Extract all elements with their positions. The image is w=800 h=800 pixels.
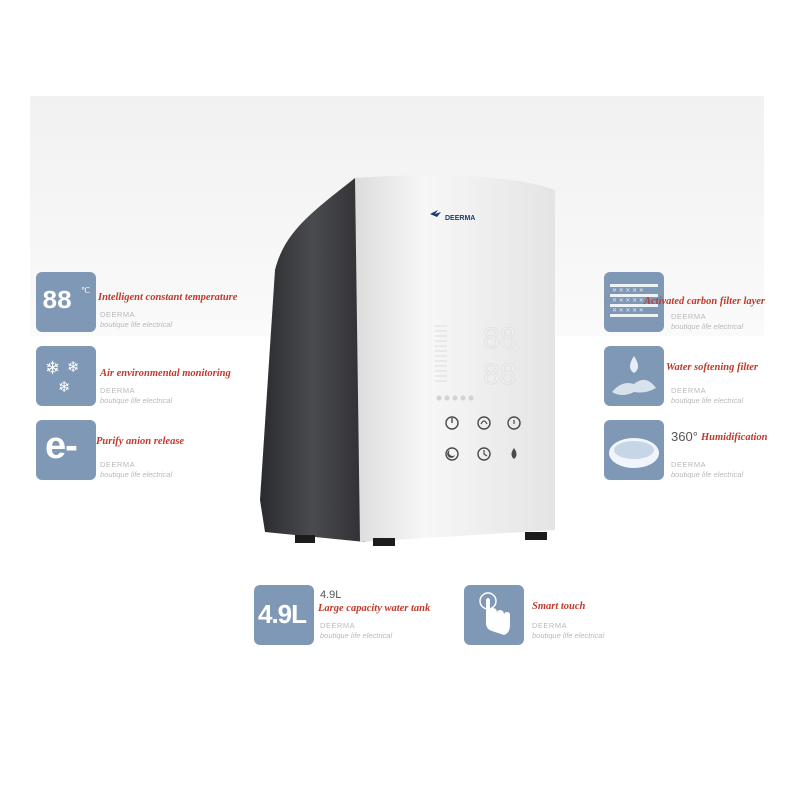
clock-button[interactable] bbox=[477, 447, 491, 461]
feature-subtitle: boutique life electrical bbox=[671, 396, 744, 405]
device-foot bbox=[295, 535, 315, 543]
feature-prefix: 4.9L bbox=[320, 589, 342, 601]
feature-brand: DEERMA bbox=[100, 460, 136, 469]
display-digits-bottom: 88 bbox=[483, 358, 516, 391]
feature-title: Smart touch bbox=[532, 601, 586, 612]
level-indicator bbox=[435, 325, 447, 382]
mist-disc-icon bbox=[604, 420, 664, 480]
filter-layers-icon: ✕ ✕ ✕ ✕ ✕ ✕ ✕ ✕ ✕ ✕ ✕ ✕ ✕ ✕ ✕ bbox=[604, 272, 664, 332]
anion-icon: e- bbox=[36, 420, 96, 480]
feature-brand: DEERMA bbox=[100, 310, 136, 319]
brand-label: DEERMA bbox=[445, 215, 475, 222]
snowflake-icon: ❄ ❄ ❄ bbox=[36, 346, 96, 406]
feature-brand: DEERMA bbox=[671, 386, 707, 395]
feature-title: Water softening filter bbox=[666, 362, 758, 373]
deerma-logo-icon bbox=[430, 210, 441, 217]
feature-title: Large capacity water tank bbox=[318, 603, 431, 614]
touch-hand-icon bbox=[464, 585, 524, 645]
device-front-panel bbox=[355, 175, 555, 542]
svg-text:✕ ✕ ✕ ✕ ✕: ✕ ✕ ✕ ✕ ✕ bbox=[612, 298, 644, 304]
feature-subtitle: boutique life electrical bbox=[532, 631, 605, 640]
digital-temperature-icon: 88 ℃ bbox=[36, 272, 96, 332]
feature-brand: DEERMA bbox=[320, 621, 356, 630]
feature-subtitle: boutique life electrical bbox=[320, 631, 393, 640]
feature-brand: DEERMA bbox=[532, 621, 568, 630]
feature-title: Intelligent constant temperature bbox=[98, 292, 238, 303]
feature-subtitle: boutique life electrical bbox=[671, 322, 744, 331]
feature-title: Activated carbon filter layer bbox=[644, 296, 766, 307]
capacity-icon: 4.9L bbox=[254, 585, 314, 645]
sleep-button[interactable] bbox=[445, 447, 459, 461]
status-icons bbox=[436, 395, 474, 401]
svg-text:✕ ✕ ✕ ✕ ✕: ✕ ✕ ✕ ✕ ✕ bbox=[612, 308, 644, 314]
feature-title: Purify anion release bbox=[96, 436, 185, 447]
feature-subtitle: boutique life electrical bbox=[100, 320, 173, 329]
feature-subtitle: boutique life electrical bbox=[100, 470, 173, 479]
mode-button[interactable] bbox=[477, 416, 491, 430]
svg-text:✕ ✕ ✕ ✕ ✕: ✕ ✕ ✕ ✕ ✕ bbox=[612, 288, 644, 294]
timer-button[interactable] bbox=[507, 416, 521, 430]
display-digits-top: 88 bbox=[483, 322, 516, 355]
device-foot bbox=[525, 532, 547, 540]
water-button[interactable] bbox=[511, 448, 517, 459]
feature-brand: DEERMA bbox=[671, 460, 707, 469]
feature-brand: DEERMA bbox=[671, 312, 707, 321]
feature-title: Humidification bbox=[701, 432, 768, 443]
feature-subtitle: boutique life electrical bbox=[671, 470, 744, 479]
device-foot bbox=[373, 538, 395, 546]
water-drop-icon bbox=[604, 346, 664, 406]
power-button[interactable] bbox=[445, 416, 459, 430]
feature-title: Air environmental monitoring bbox=[100, 368, 231, 379]
feature-subtitle: boutique life electrical bbox=[100, 396, 173, 405]
feature-brand: DEERMA bbox=[100, 386, 136, 395]
feature-prefix: 360° bbox=[671, 429, 698, 444]
humidifier-product: DEERMA 88 88 bbox=[260, 175, 555, 546]
device-side-panel bbox=[260, 178, 365, 542]
